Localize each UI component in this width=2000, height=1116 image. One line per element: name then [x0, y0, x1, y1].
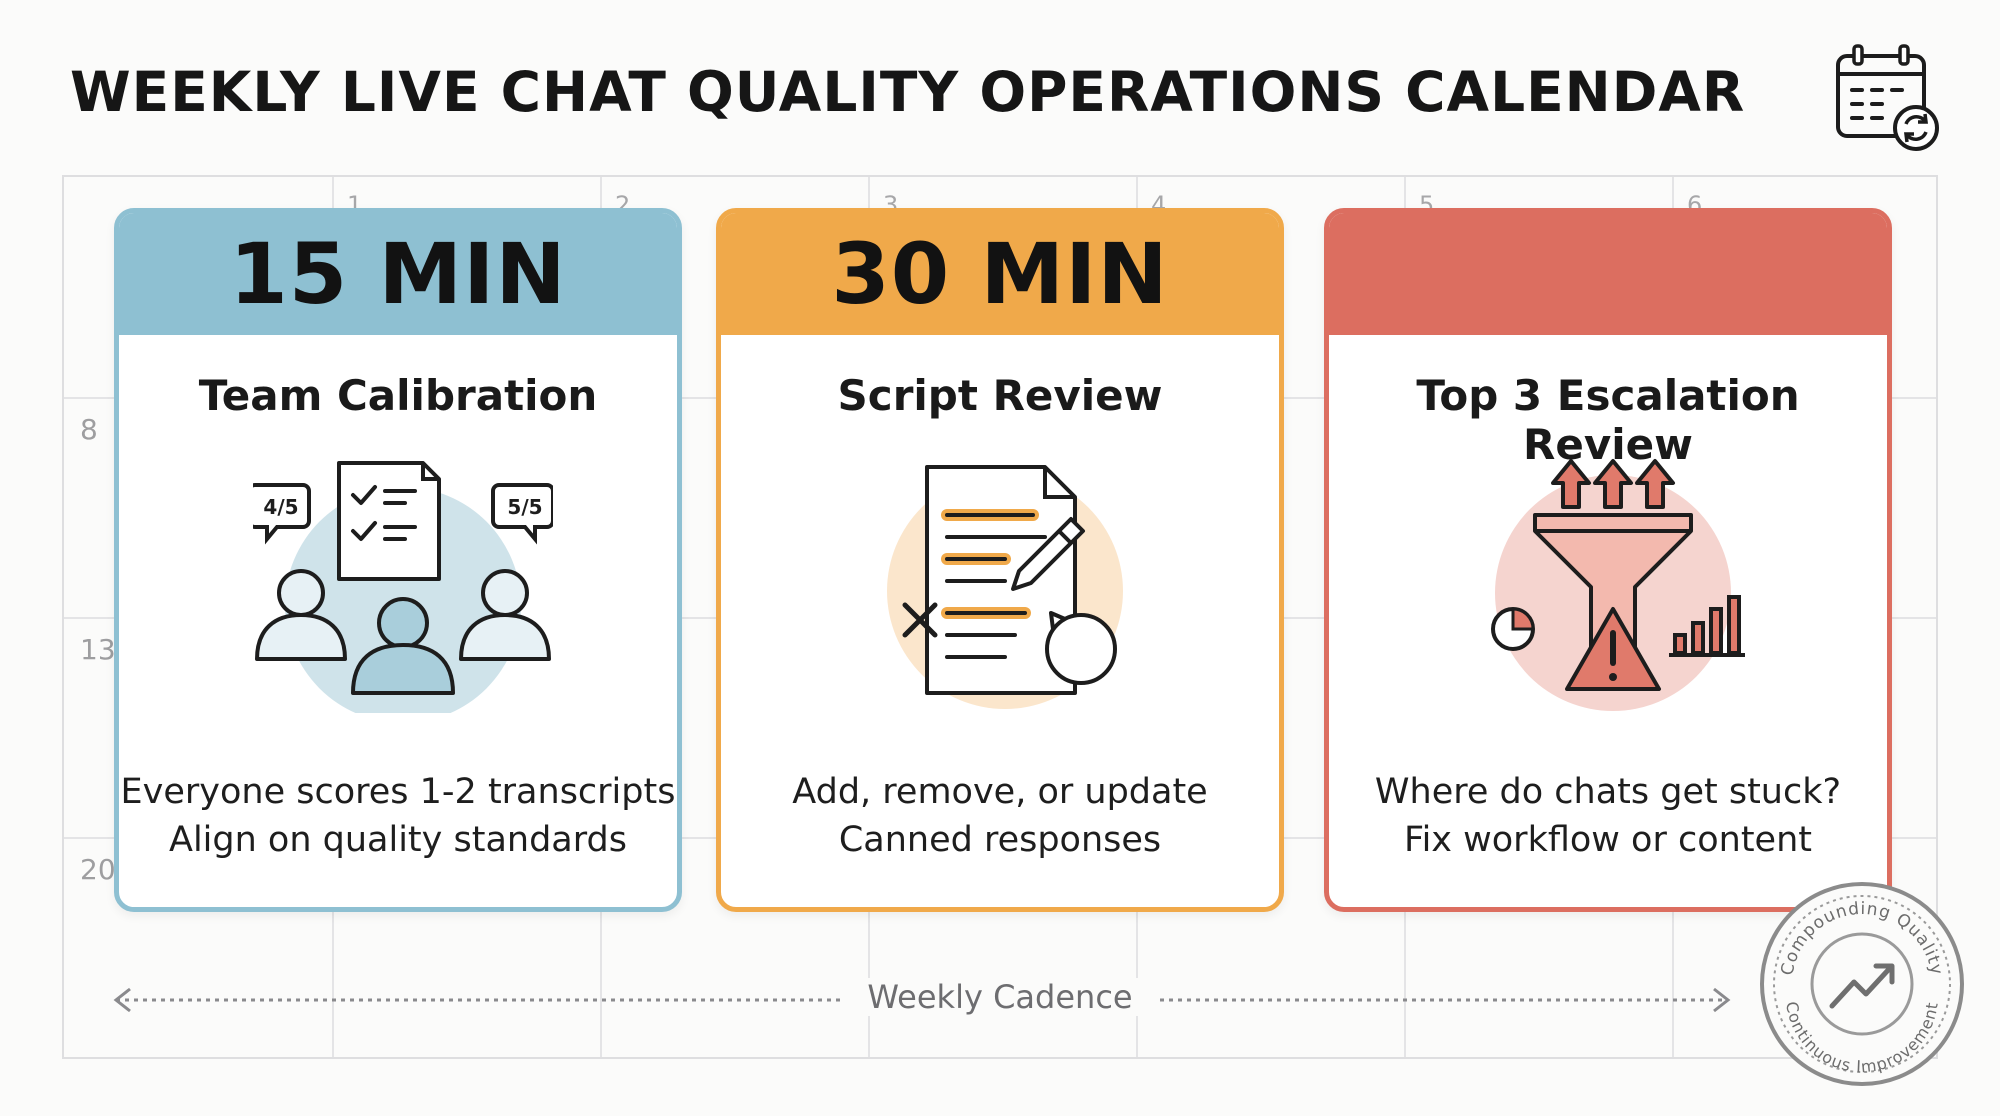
card-description: Add, remove, or update Canned responses [721, 768, 1279, 864]
card-title: Team Calibration [198, 371, 598, 420]
card-description-line: Everyone scores 1-2 transcripts [120, 772, 676, 812]
escalation-funnel-icon [1491, 459, 1745, 711]
cadence-label-row: Weekly Cadence [0, 978, 2000, 1016]
card-description-line: Align on quality standards [169, 820, 627, 860]
card-description-line: Canned responses [838, 820, 1162, 860]
card-title: Script Review [837, 371, 1163, 420]
card-duration-header: 30 MIN [721, 213, 1279, 335]
trend-arrow-icon [1829, 963, 1895, 1009]
card-description-line: Fix workflow or content [1404, 820, 1812, 860]
compounding-quality-stamp: Compounding Quality Continuous Improveme… [1760, 882, 1964, 1086]
rating-bubble-right: 5/5 [507, 495, 542, 519]
hour-label: 13 [80, 633, 116, 666]
card-duration-header: 15 MIN [119, 213, 677, 335]
card-escalation-review: Top 3 Escalation Review Where do chats g… [1324, 208, 1892, 912]
card-description-line: Add, remove, or update [792, 772, 1208, 812]
card-script-review: 30 MIN Script Review Add, remove, or upd… [716, 208, 1284, 912]
card-duration-header [1329, 213, 1887, 335]
card-description-line: Where do chats get stuck? [1374, 772, 1842, 812]
card-title: Top 3 Escalation Review [1416, 371, 1800, 469]
script-review-icon [887, 465, 1123, 709]
card-duration: 30 MIN [831, 225, 1169, 323]
cadence-arrow [113, 987, 1731, 1013]
page-title: WEEKLY LIVE CHAT QUALITY OPERATIONS CALE… [70, 60, 1746, 124]
rating-bubble-left: 4/5 [263, 495, 298, 519]
card-team-calibration: 15 MIN Team Calibration 4/5 5/5 Everyone… [114, 208, 682, 912]
card-duration: 15 MIN [229, 225, 567, 323]
team-calibration-icon: 4/5 5/5 [253, 461, 553, 713]
hour-label: 20 [80, 853, 116, 886]
cadence-label: Weekly Cadence [841, 978, 1159, 1016]
hour-label: 8 [80, 413, 98, 446]
calendar-refresh-icon [1836, 44, 1939, 151]
card-description: Where do chats get stuck? Fix workflow o… [1329, 768, 1887, 864]
card-description: Everyone scores 1-2 transcripts Align on… [119, 768, 677, 864]
